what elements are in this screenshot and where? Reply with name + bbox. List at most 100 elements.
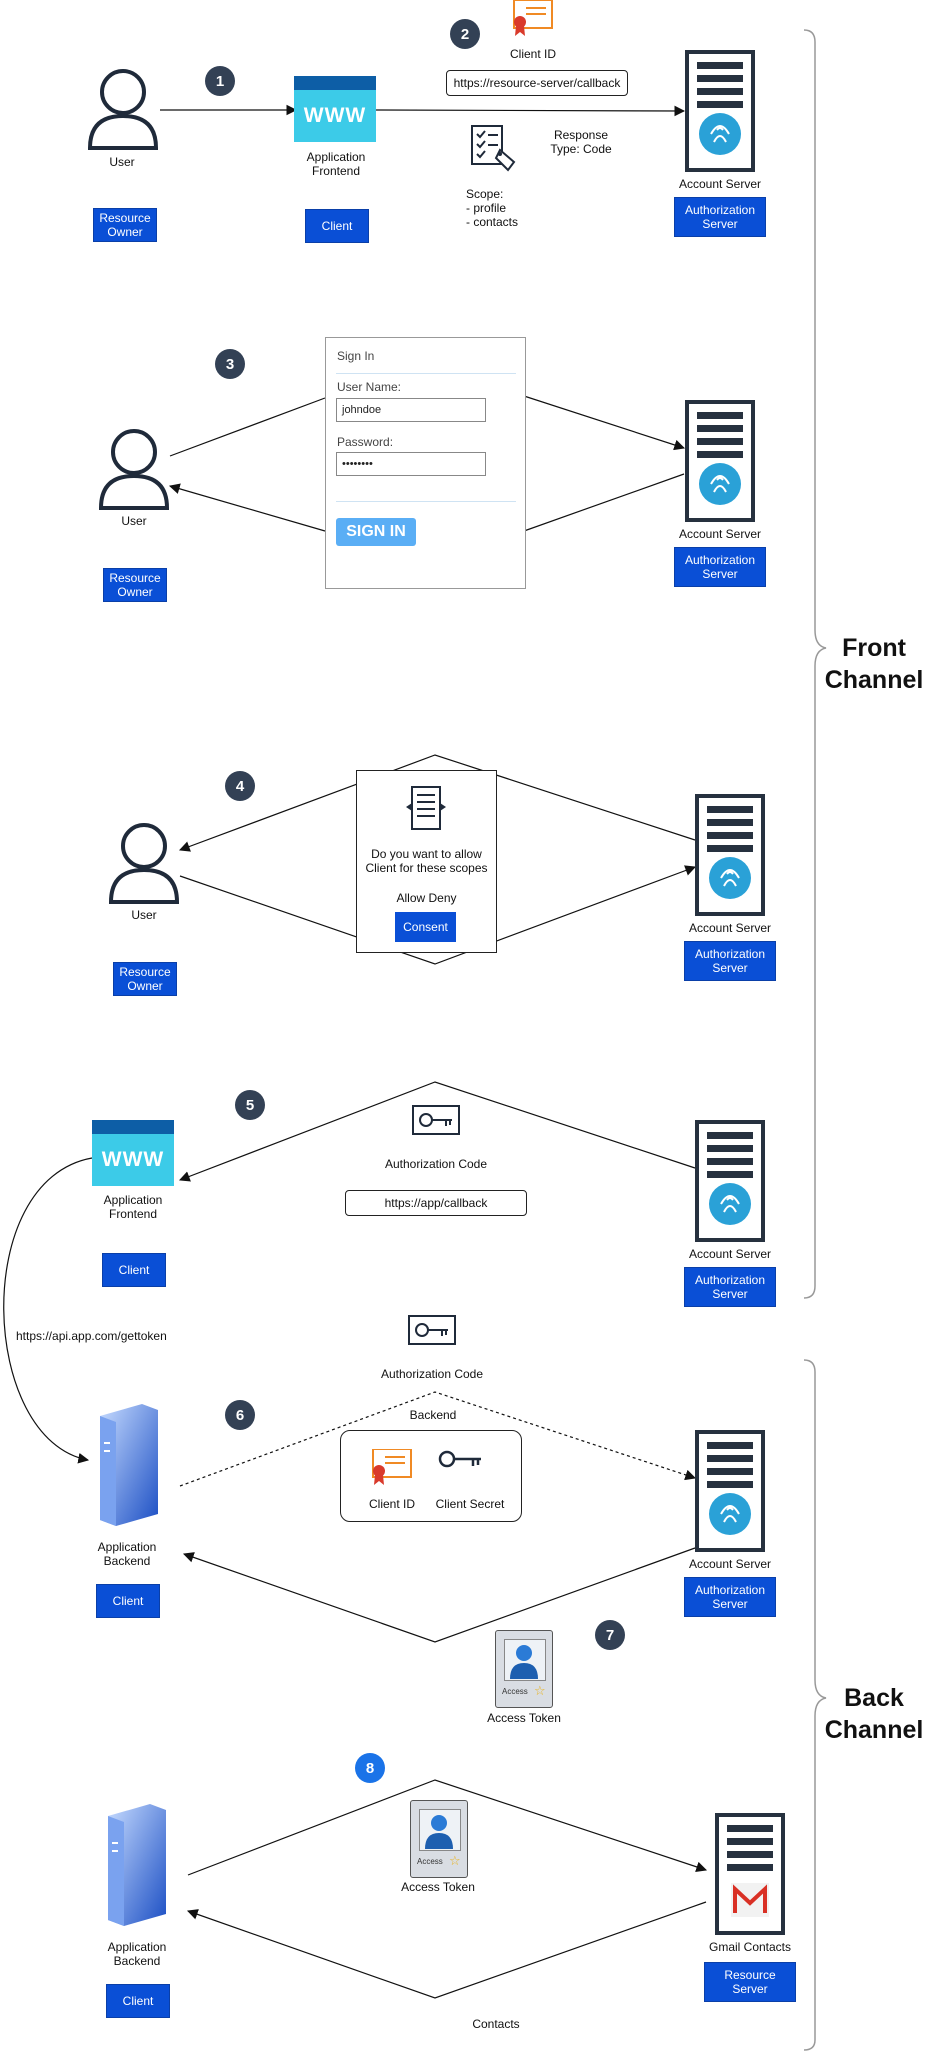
- account-server-icon: [695, 1120, 765, 1242]
- gmail-server-icon: [715, 1813, 785, 1935]
- account-server-label: Account Server: [688, 1247, 772, 1261]
- certificate-icon: [513, 0, 553, 36]
- browser-bar: [294, 76, 376, 90]
- user-icon: [87, 69, 159, 150]
- signin-button[interactable]: SIGN IN: [336, 518, 416, 546]
- backend-title: Backend: [409, 1408, 457, 1422]
- person-icon: [425, 1815, 453, 1849]
- step-number-8: 8: [355, 1753, 385, 1783]
- badge-text: Access: [417, 1857, 443, 1866]
- www-icon: WWW: [92, 1120, 174, 1186]
- document-scroll-icon: [406, 786, 446, 830]
- user-label: User: [109, 155, 135, 169]
- account-server-label: Account Server: [688, 1557, 772, 1571]
- backend-server-icon: [108, 1804, 166, 1926]
- key-icon: [412, 1105, 460, 1135]
- line-user-to-signin: [169, 397, 326, 457]
- arrow-backend-to-server-dotted: [179, 1391, 697, 1487]
- www-text: WWW: [92, 1134, 174, 1186]
- key-icon: [408, 1315, 456, 1345]
- line-server-to-signin: [523, 473, 685, 532]
- user-label: User: [131, 908, 157, 922]
- account-server-icon: [695, 794, 765, 916]
- arrow-signin-to-user: [168, 483, 326, 532]
- backend-credentials-box: Client ID Client Secret: [340, 1430, 522, 1522]
- authorization-server-tag: Authorization Server: [684, 1577, 776, 1617]
- scope-checklist-icon: [471, 125, 516, 172]
- password-label: Password:: [337, 435, 394, 449]
- resource-server-tag: Resource Server: [704, 1962, 796, 2002]
- scope-items: - profile - contacts: [466, 201, 519, 229]
- access-token-label: Access Token: [487, 1711, 561, 1725]
- consent-question: Do you want to allow Client for these sc…: [365, 847, 488, 875]
- authorization-server-tag: Authorization Server: [674, 197, 766, 237]
- client-secret-key-icon: [438, 1450, 481, 1468]
- account-server-icon: [685, 50, 755, 172]
- www-icon: WWW: [294, 76, 376, 142]
- front-channel-brace: [803, 29, 827, 1299]
- arrow-gmail-to-backend: [186, 1901, 707, 1999]
- arrow-user-to-server-consent: [179, 865, 697, 965]
- step-number-1: 1: [205, 66, 235, 96]
- gmail-contacts-label: Gmail Contacts: [708, 1940, 792, 1954]
- step-number-2: 2: [450, 19, 480, 49]
- account-server-icon: [695, 1430, 765, 1552]
- contacts-label: Contacts: [472, 2017, 520, 2031]
- step-number-5: 5: [235, 1090, 265, 1120]
- response-type-label: Response Type: Code: [550, 128, 612, 156]
- access-token-badge-icon: Access ☆: [410, 1800, 468, 1878]
- app-backend-label: Application Backend: [107, 1940, 167, 1968]
- access-token-badge-icon: Access ☆: [495, 1630, 553, 1708]
- consent-button[interactable]: Consent: [395, 912, 456, 942]
- client-secret-label: Client Secret: [435, 1497, 505, 1511]
- redirect-uri-box: https://resource-server/callback: [446, 70, 628, 96]
- allow-deny-text: Allow Deny: [396, 891, 457, 905]
- curve-frontend-to-backend: [3, 1157, 93, 1464]
- person-icon: [510, 1645, 538, 1679]
- user-icon: [108, 823, 180, 904]
- scope-title: Scope:: [466, 187, 504, 201]
- client-id-label: Client ID: [368, 1497, 415, 1511]
- username-input[interactable]: johndoe: [336, 398, 486, 422]
- username-label: User Name:: [337, 380, 402, 394]
- user-label: User: [121, 514, 147, 528]
- app-backend-label: Application Backend: [97, 1540, 157, 1568]
- signin-form: Sign In User Name: johndoe Password: •••…: [325, 337, 526, 589]
- step-number-3: 3: [215, 349, 245, 379]
- consent-dialog: Do you want to allow Client for these sc…: [356, 770, 497, 953]
- step-number-7: 7: [595, 1620, 625, 1650]
- divider: [336, 501, 516, 502]
- arrow-backend-to-gmail: [187, 1779, 708, 1876]
- resource-owner-tag: Resource Owner: [113, 962, 177, 996]
- user-icon: [98, 429, 170, 510]
- authorization-code-label: Authorization Code: [384, 1157, 488, 1171]
- account-server-label: Account Server: [678, 527, 762, 541]
- resource-owner-tag: Resource Owner: [103, 568, 167, 602]
- star-icon: ☆: [449, 1853, 461, 1868]
- callback-uri-box: https://app/callback: [345, 1190, 527, 1216]
- browser-bar: [92, 1120, 174, 1134]
- back-channel-label: Back Channel: [824, 1684, 924, 1744]
- app-frontend-label: Application Frontend: [103, 1193, 163, 1221]
- client-tag: Client: [102, 1253, 166, 1287]
- front-channel-label: Front Channel: [824, 634, 924, 694]
- www-text: WWW: [294, 90, 376, 142]
- certificate-icon: [372, 1449, 412, 1485]
- authorization-server-tag: Authorization Server: [684, 1267, 776, 1307]
- access-token-label: Access Token: [401, 1880, 475, 1894]
- authorization-server-tag: Authorization Server: [674, 547, 766, 587]
- back-channel-brace: [803, 1359, 827, 2051]
- arrow-server-to-user-consent: [178, 754, 696, 852]
- client-tag: Client: [106, 1984, 170, 2018]
- client-id-label: Client ID: [509, 47, 556, 61]
- step-number-6: 6: [225, 1400, 255, 1430]
- backend-server-icon: [100, 1404, 158, 1526]
- authorization-code-label: Authorization Code: [380, 1367, 484, 1381]
- step-number-4: 4: [225, 771, 255, 801]
- authorization-server-tag: Authorization Server: [684, 941, 776, 981]
- password-input[interactable]: ••••••••: [336, 452, 486, 476]
- resource-owner-tag: Resource Owner: [93, 208, 157, 242]
- arrow-signin-to-server: [523, 395, 686, 451]
- account-server-label: Account Server: [678, 177, 762, 191]
